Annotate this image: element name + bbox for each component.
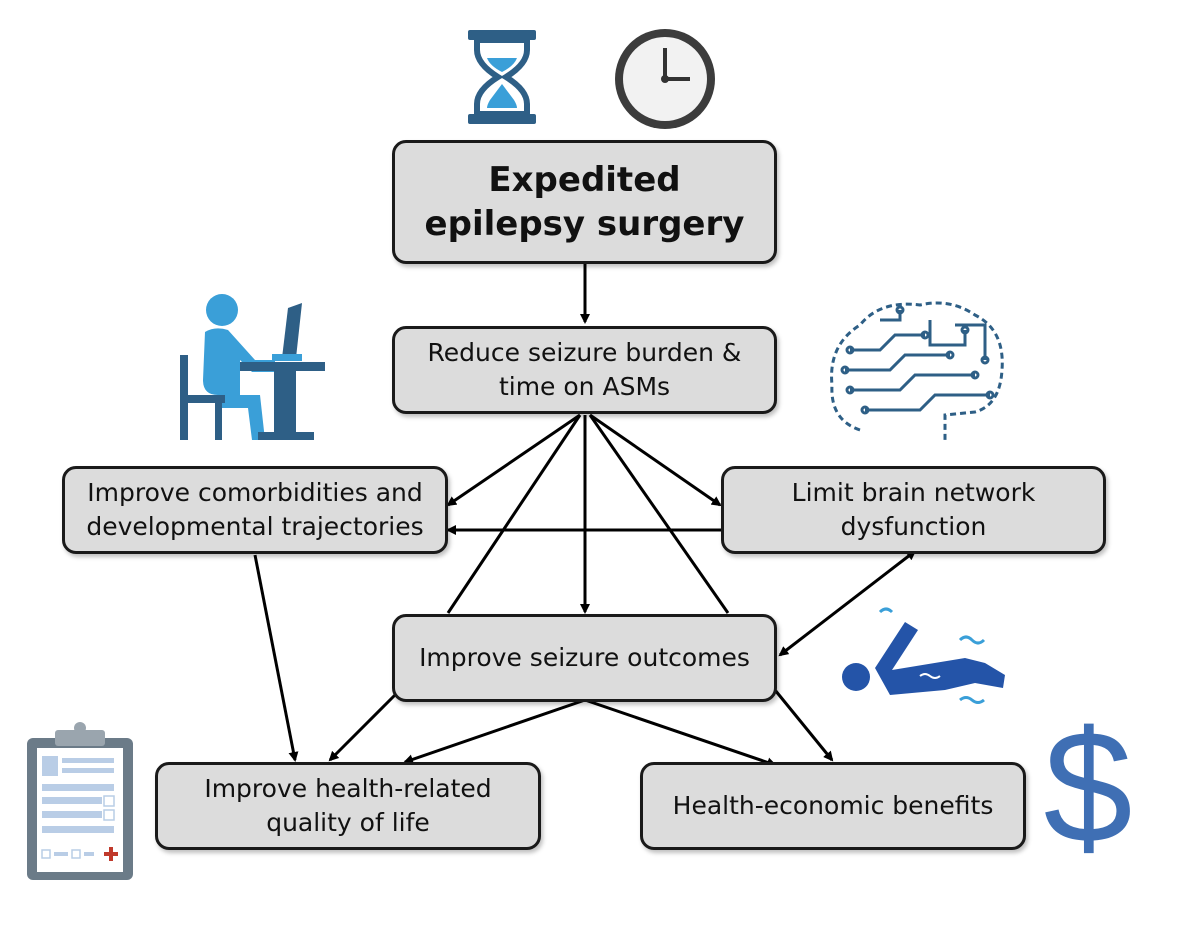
- arrow-brain-outcomes-bidirectional: [778, 550, 917, 657]
- line-reduce-right-diagonal: [588, 414, 730, 614]
- node-expedited-label: Expedited epilepsy surgery: [424, 159, 745, 244]
- arrow-reduce-to-comorbid: [446, 413, 581, 507]
- circuit-brain-icon: [830, 301, 1004, 440]
- arrow-comorbid-to-hrqol: [253, 554, 299, 762]
- node-hrqol-label: Improve health-related quality of life: [204, 774, 492, 837]
- node-reduce-label: Reduce seizure burden & time on ASMs: [427, 338, 742, 401]
- line-reduce-left-diagonal: [446, 414, 582, 614]
- arrow-outcomes-to-economic-center: [584, 698, 777, 768]
- arrow-outcomes-to-economic-right: [773, 689, 834, 762]
- dollar-sign-icon: $: [1044, 697, 1133, 876]
- node-outcomes-label: Improve seizure outcomes: [419, 643, 750, 673]
- node-expedited-surgery: Expedited epilepsy surgery: [392, 140, 777, 264]
- medical-clipboard-icon: [27, 722, 133, 880]
- node-improve-hrqol: Improve health-related quality of life: [155, 762, 541, 850]
- hourglass-icon: [468, 30, 536, 124]
- arrow-outcomes-to-hrqol-left: [328, 693, 397, 762]
- node-economic-label: Health-economic benefits: [672, 791, 994, 821]
- node-health-economic: Health-economic benefits: [640, 762, 1026, 850]
- node-improve-comorbidities: Improve comorbidities and developmental …: [62, 466, 448, 554]
- clock-icon: [615, 29, 715, 129]
- node-improve-seizure-outcomes: Improve seizure outcomes: [392, 614, 777, 702]
- node-reduce-seizure-burden: Reduce seizure burden & time on ASMs: [392, 326, 777, 414]
- arrow-outcomes-to-hrqol-center: [403, 698, 586, 765]
- node-brain-label: Limit brain network dysfunction: [791, 478, 1036, 541]
- person-at-computer-icon: [180, 294, 325, 440]
- arrow-reduce-to-brain: [589, 413, 722, 507]
- seizure-person-icon: [842, 607, 1005, 704]
- node-comorbid-label: Improve comorbidities and developmental …: [86, 478, 424, 541]
- node-limit-brain-dysfunction: Limit brain network dysfunction: [721, 466, 1106, 554]
- svg-text:$: $: [1044, 697, 1133, 876]
